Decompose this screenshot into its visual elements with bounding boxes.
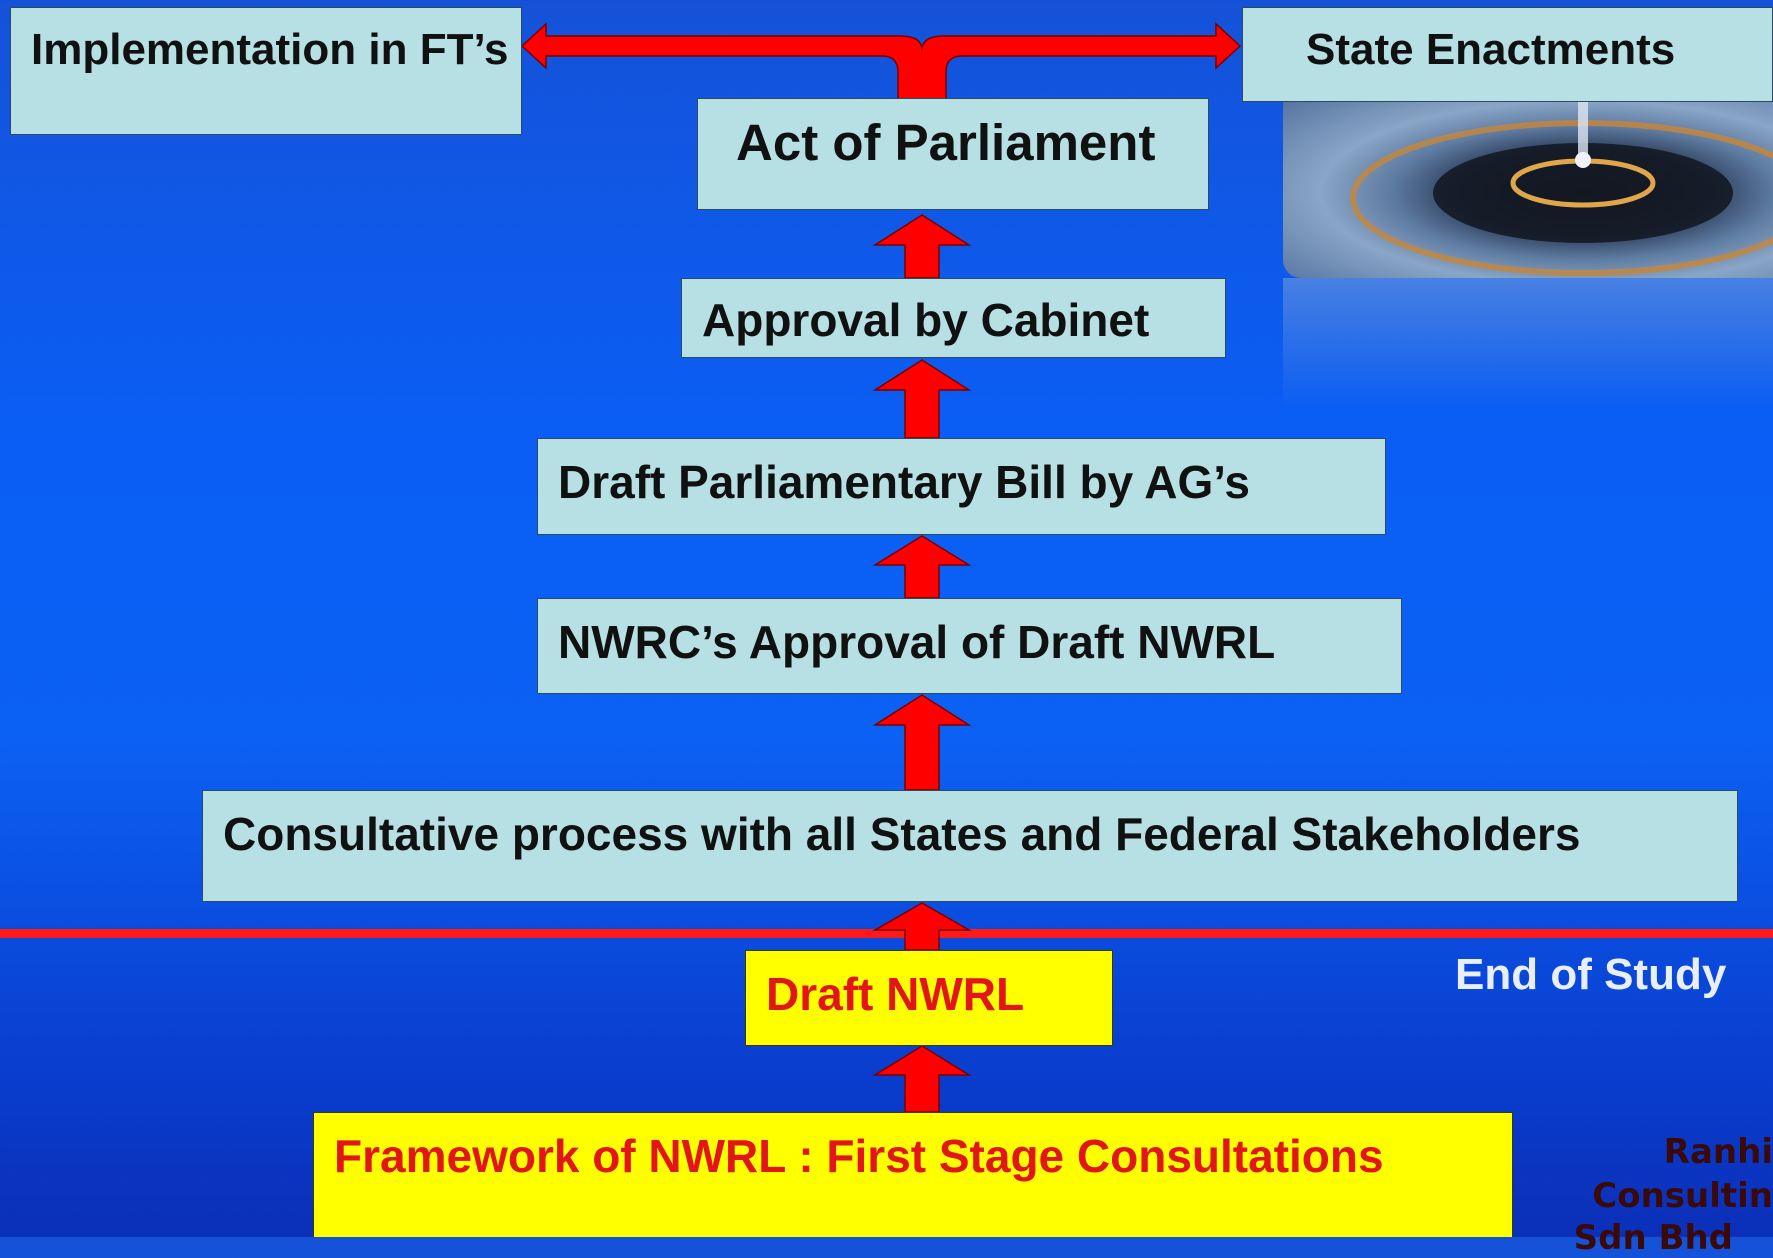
box-approval-cabinet: Approval by Cabinet	[681, 278, 1226, 358]
box-implementation-fts-label: Implementation in FT’s	[31, 25, 509, 74]
image-reflection	[1283, 278, 1773, 408]
box-draft-bill: Draft Parliamentary Bill by AG’s	[537, 438, 1386, 535]
branch-arrow	[520, 22, 1242, 116]
box-draft-nwrl-label: Draft NWRL	[766, 968, 1025, 1020]
box-nwrc-approval-label: NWRC’s Approval of Draft NWRL	[558, 616, 1276, 668]
box-consultative: Consultative process with all States and…	[202, 790, 1738, 902]
company-credit-line1: Ranhi	[1663, 1132, 1773, 1172]
box-state-enactments: State Enactments	[1242, 7, 1773, 102]
company-credit-line2: Consultin	[1592, 1176, 1773, 1216]
box-act-of-parliament: Act of Parliament	[697, 98, 1209, 210]
box-nwrc-approval: NWRC’s Approval of Draft NWRL	[537, 598, 1402, 694]
box-state-enactments-label: State Enactments	[1306, 25, 1676, 74]
box-framework-label: Framework of NWRL : First Stage Consulta…	[334, 1130, 1384, 1182]
box-draft-nwrl: Draft NWRL	[745, 950, 1113, 1046]
end-of-study-label: End of Study	[1455, 950, 1727, 999]
box-implementation-fts: Implementation in FT’s	[10, 7, 522, 135]
box-approval-cabinet-label: Approval by Cabinet	[702, 294, 1150, 346]
arrow-up-1	[872, 1045, 972, 1113]
box-consultative-label: Consultative process with all States and…	[223, 808, 1581, 860]
arrow-up-6	[872, 214, 972, 279]
arrow-up-2	[872, 902, 972, 951]
box-act-of-parliament-label: Act of Parliament	[736, 114, 1156, 171]
arrow-up-3	[872, 694, 972, 791]
arrow-up-4	[872, 535, 972, 599]
box-framework: Framework of NWRL : First Stage Consulta…	[313, 1112, 1513, 1237]
box-draft-bill-label: Draft Parliamentary Bill by AG’s	[558, 456, 1250, 508]
arrow-up-5	[872, 359, 972, 439]
water-droplet-image	[1283, 88, 1773, 278]
end-of-study-divider	[0, 929, 1773, 938]
company-credit-line3: Sdn Bhd	[1573, 1218, 1733, 1258]
